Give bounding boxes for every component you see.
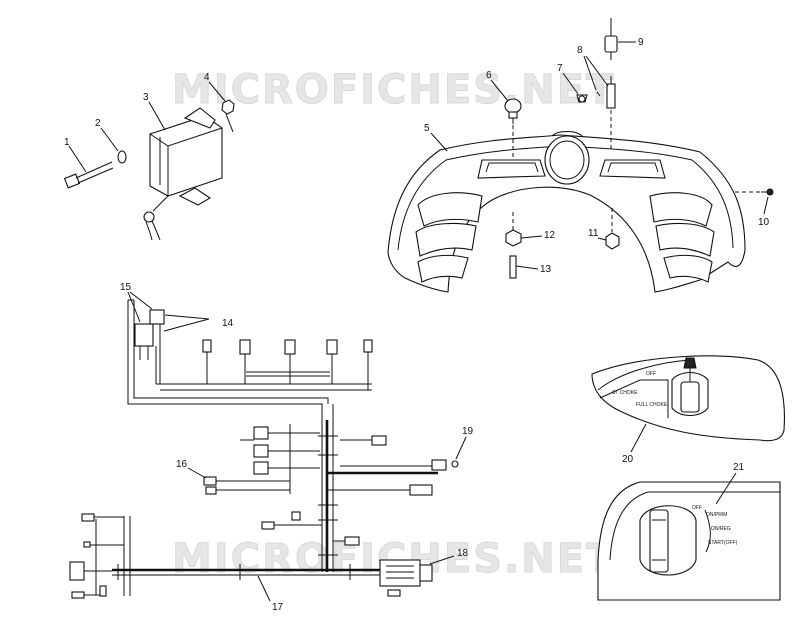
- callout-16: 16: [176, 459, 188, 470]
- washer-part: [117, 150, 127, 164]
- callout-14: 14: [222, 318, 234, 329]
- switch-21-label-start: START(OFF): [708, 540, 738, 546]
- switch-20-label-full-choke: FULL CHOKE: [636, 402, 668, 408]
- switch-21-label-off: OFF: [692, 505, 702, 511]
- module-box-part: [149, 107, 223, 206]
- callout-5: 5: [424, 123, 430, 134]
- choke-knob-part: [671, 357, 709, 417]
- ignition-switch-panel: [597, 481, 781, 601]
- wiring-harness: [69, 299, 459, 599]
- connector-18-part: [379, 559, 433, 587]
- connector-9-part: [604, 18, 618, 60]
- cdi-module-assembly: [63, 99, 235, 241]
- callout-20: 20: [622, 454, 634, 465]
- callout-15: 15: [120, 282, 132, 293]
- branch-connectors: [202, 339, 373, 390]
- callout-17: 17: [272, 602, 284, 613]
- watermark-bottom: MICROFICHES.NET: [172, 536, 615, 582]
- stud-part: [509, 255, 517, 279]
- switch-20-label-off: OFF: [646, 371, 656, 377]
- nut-11-part: [605, 232, 620, 250]
- callout-11: 11: [588, 228, 599, 239]
- callout-19: 19: [462, 426, 474, 437]
- callout-7: 7: [557, 63, 563, 74]
- callout-10: 10: [758, 217, 770, 228]
- callout-21: 21: [733, 462, 745, 473]
- gauge-housing-part: [544, 135, 590, 185]
- connector-block-16-part: [240, 424, 320, 494]
- callout-9: 9: [638, 37, 644, 48]
- ground-lug-part: [143, 211, 161, 241]
- callout-18: 18: [457, 548, 469, 559]
- connector-right-part: [409, 484, 433, 496]
- choke-switch-panel: [591, 355, 785, 442]
- callout-2: 2: [95, 118, 101, 129]
- callout-8: 8: [577, 45, 583, 56]
- grommet-part: [504, 98, 522, 124]
- bulb-socket-part: [596, 76, 616, 109]
- dash-pod-assembly: [387, 110, 760, 293]
- callout-6: 6: [486, 70, 492, 81]
- screw-part: [761, 188, 774, 196]
- callout-12: 12: [544, 230, 556, 241]
- callout-4: 4: [204, 72, 210, 83]
- callout-3: 3: [143, 92, 149, 103]
- connector-16-part: [203, 476, 290, 495]
- switch-21-label-on-prim: ON/PRIM: [706, 512, 727, 518]
- bolt-part: [63, 161, 114, 189]
- connector-left-end-part: [69, 513, 131, 599]
- callout-1: 1: [64, 137, 70, 148]
- ignition-key-part: [649, 509, 669, 573]
- connector-19-part: [431, 459, 459, 471]
- watermark-top: MICROFICHES.NET: [172, 67, 615, 113]
- connector-15-part: [134, 309, 165, 384]
- bulb-part: [576, 94, 588, 103]
- switch-21-label-on-reg: ON/REG: [711, 526, 731, 532]
- nut-12-part: [505, 229, 522, 247]
- callout-13: 13: [540, 264, 552, 275]
- nut-part: [221, 99, 235, 115]
- switch-20-label-st-choke: ST CHOKE: [612, 390, 638, 396]
